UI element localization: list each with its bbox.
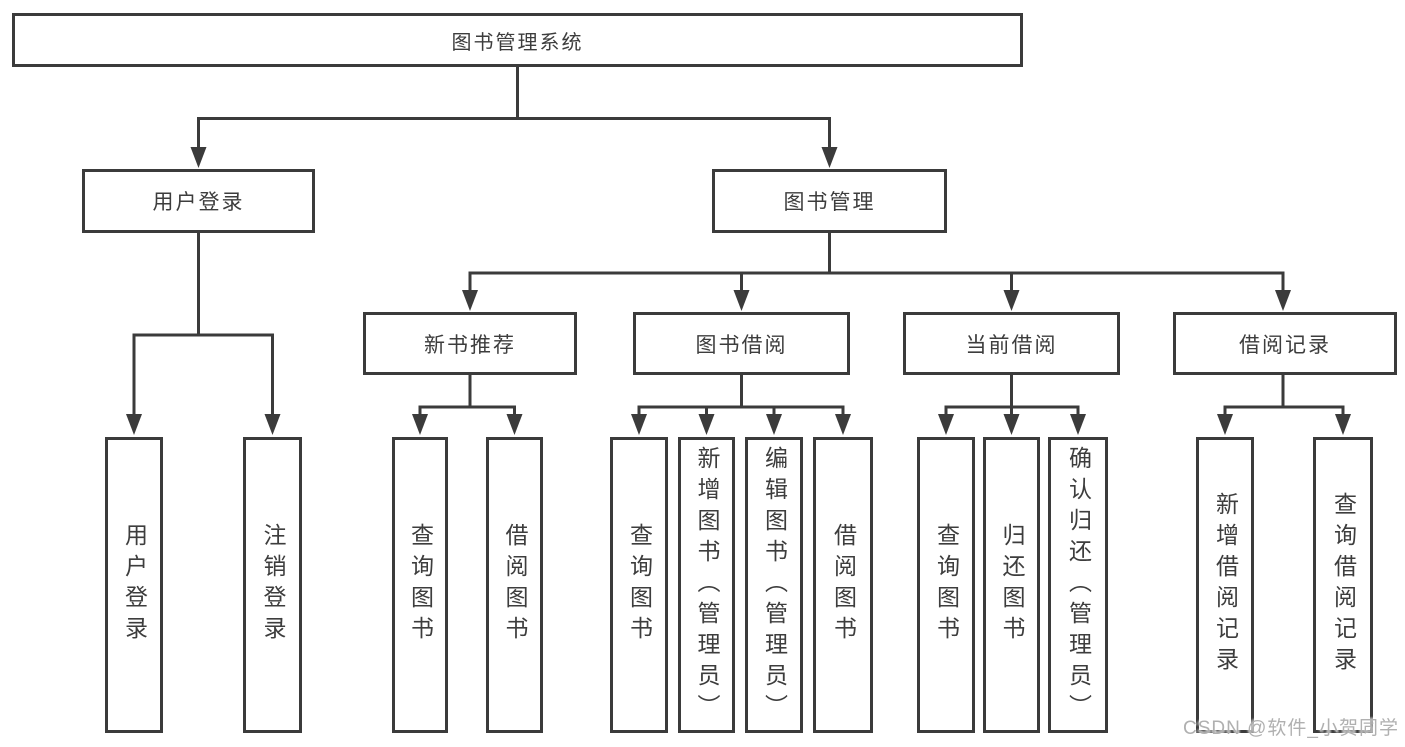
leaf-query-books-borrow: 查询图书 [610, 437, 668, 733]
node-label: 借阅记录 [1239, 333, 1331, 357]
node-label: 归还图书 [999, 523, 1025, 647]
node-book-borrow: 图书借阅 [633, 312, 850, 375]
node-label: 借阅图书 [502, 523, 528, 647]
node-current-borrow: 当前借阅 [903, 312, 1120, 375]
node-label: 新增图书（管理员） [694, 445, 720, 725]
arrowhead-icons [126, 147, 1351, 435]
node-label: 图书管理 [783, 191, 876, 214]
node-label: 新增借阅记录 [1212, 492, 1239, 678]
watermark: CSDN @软件_小贺同学 [1183, 718, 1399, 739]
node-book-management: 图书管理 [712, 169, 947, 233]
leaf-return-book: 归还图书 [983, 437, 1040, 733]
node-borrow-records: 借阅记录 [1173, 312, 1397, 375]
leaf-query-borrow-record: 查询借阅记录 [1313, 437, 1373, 733]
leaf-confirm-return-admin: 确认归还（管理员） [1048, 437, 1108, 733]
leaf-user-login: 用户登录 [105, 437, 163, 733]
leaf-edit-book-admin: 编辑图书（管理员） [745, 437, 803, 733]
node-label: 图书借阅 [695, 333, 788, 357]
leaf-borrow-books-borrow: 借阅图书 [813, 437, 873, 733]
leaf-add-book-admin: 新增图书（管理员） [678, 437, 735, 733]
node-new-book-recommend: 新书推荐 [363, 312, 577, 375]
node-label: 借阅图书 [830, 523, 857, 647]
leaf-query-books-recommend: 查询图书 [392, 437, 448, 733]
node-label: 当前借阅 [965, 333, 1058, 357]
node-label: 查询借阅记录 [1330, 492, 1357, 678]
node-label: 确认归还（管理员） [1065, 445, 1092, 725]
leaf-borrow-books-recommend: 借阅图书 [486, 437, 543, 733]
leaf-logout: 注销登录 [243, 437, 302, 733]
node-label: 用户登录 [152, 191, 245, 214]
leaf-query-books-current: 查询图书 [917, 437, 975, 733]
node-label: 用户登录 [121, 523, 148, 647]
node-label: 注销登录 [260, 523, 286, 647]
node-label: 查询图书 [407, 523, 434, 647]
node-label: 查询图书 [933, 523, 960, 647]
node-label: 新书推荐 [424, 333, 516, 357]
node-label: 编辑图书（管理员） [761, 445, 788, 725]
node-label: 图书管理系统 [451, 31, 584, 54]
leaf-add-borrow-record: 新增借阅记录 [1196, 437, 1254, 733]
node-user-login: 用户登录 [82, 169, 315, 233]
node-label: 查询图书 [626, 523, 653, 647]
node-library-management-system: 图书管理系统 [12, 13, 1023, 67]
